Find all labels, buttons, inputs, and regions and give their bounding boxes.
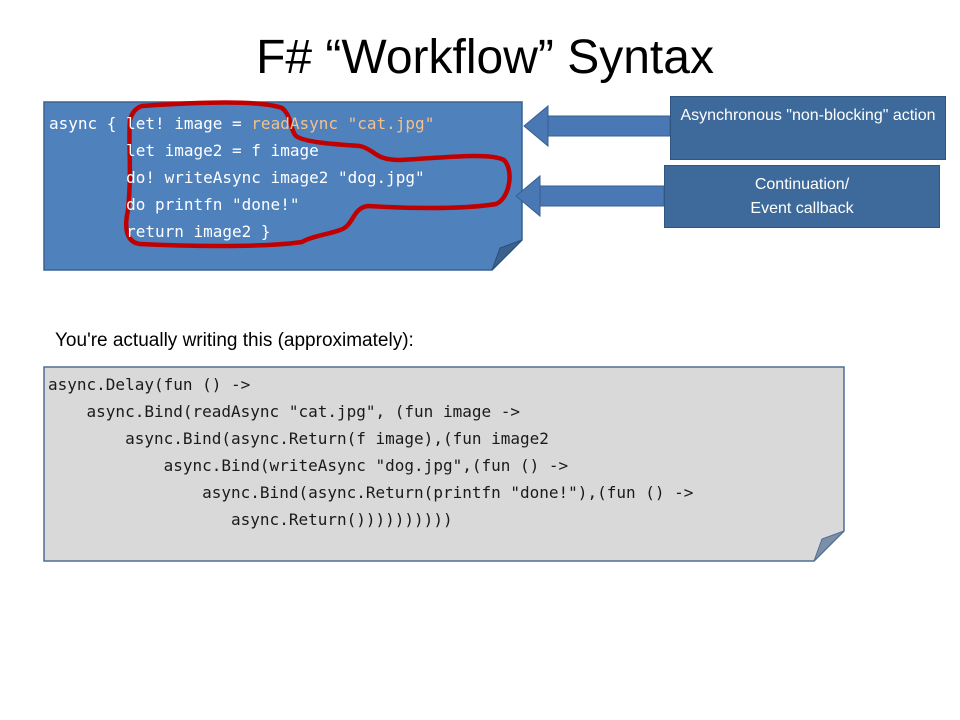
code-block-1: async { let! image = readAsync "cat.jpg"… (49, 110, 434, 245)
code-line-1b: let! image = (126, 114, 252, 133)
code2-line: async.Return()))))))))) (48, 510, 453, 529)
arrow-async-action (523, 104, 671, 148)
callout-continuation: Continuation/ Event callback (664, 165, 940, 228)
code-line-5: return image2 } (49, 222, 271, 241)
highlight-loop (123, 100, 512, 249)
code2-line: async.Bind(async.Return(printfn "done!")… (48, 483, 694, 502)
callout-continuation-line2: Event callback (750, 200, 854, 217)
code-box-1-fold (491, 239, 523, 271)
code-line-2: let image2 = f image (49, 141, 319, 160)
subtitle: You're actually writing this (approximat… (55, 330, 414, 351)
callout-continuation-line1: Continuation/ (754, 176, 850, 193)
code2-line: async.Bind(async.Return(f image),(fun im… (48, 429, 549, 448)
code-line-4: do printfn "done!" (49, 195, 300, 214)
callout-async-action-text: Asynchronous "non-blocking" action (680, 107, 936, 124)
code2-line: async.Bind(readAsync "cat.jpg", (fun ima… (48, 402, 521, 421)
code-line-1c: readAsync "cat.jpg" (251, 114, 435, 133)
code-box-2-fold (813, 530, 845, 562)
callout-async-action: Asynchronous "non-blocking" action (670, 96, 946, 160)
code-line-3: do! writeAsync image2 "dog.jpg" (49, 168, 425, 187)
slide-title: F# “Workflow” Syntax (256, 31, 714, 84)
code2-line: async.Delay(fun () -> (48, 375, 251, 394)
code-block-2: async.Delay(fun () -> async.Bind(readAsy… (48, 371, 693, 533)
code-line-1a: async { (49, 114, 127, 133)
arrow-continuation (515, 174, 665, 218)
code2-line: async.Bind(writeAsync "dog.jpg",(fun () … (48, 456, 569, 475)
